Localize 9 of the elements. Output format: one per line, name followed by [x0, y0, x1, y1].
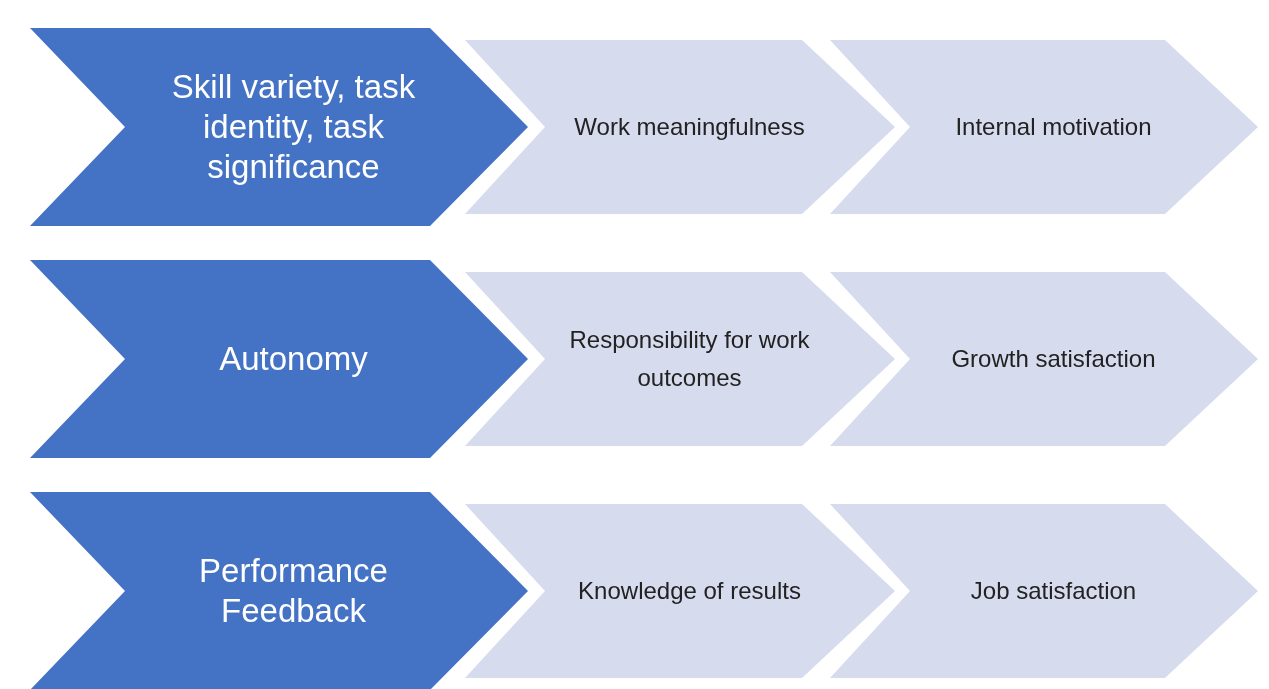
chevron-label: Work meaningfulness: [574, 112, 805, 142]
chevron-label: Growth satisfaction: [951, 344, 1156, 374]
chevron-label: Knowledge of results: [578, 576, 801, 606]
chevron-label: Job satisfaction: [970, 576, 1137, 606]
chevron-label: Responsibility for work outcomes: [568, 325, 811, 393]
chevron-label: Autonomy: [219, 339, 368, 379]
chevron-label: Skill variety, task identity, task significance: [170, 67, 417, 187]
chevron-label: Internal motivation: [955, 112, 1152, 142]
chevron-label: Performance Feedback: [198, 551, 389, 631]
